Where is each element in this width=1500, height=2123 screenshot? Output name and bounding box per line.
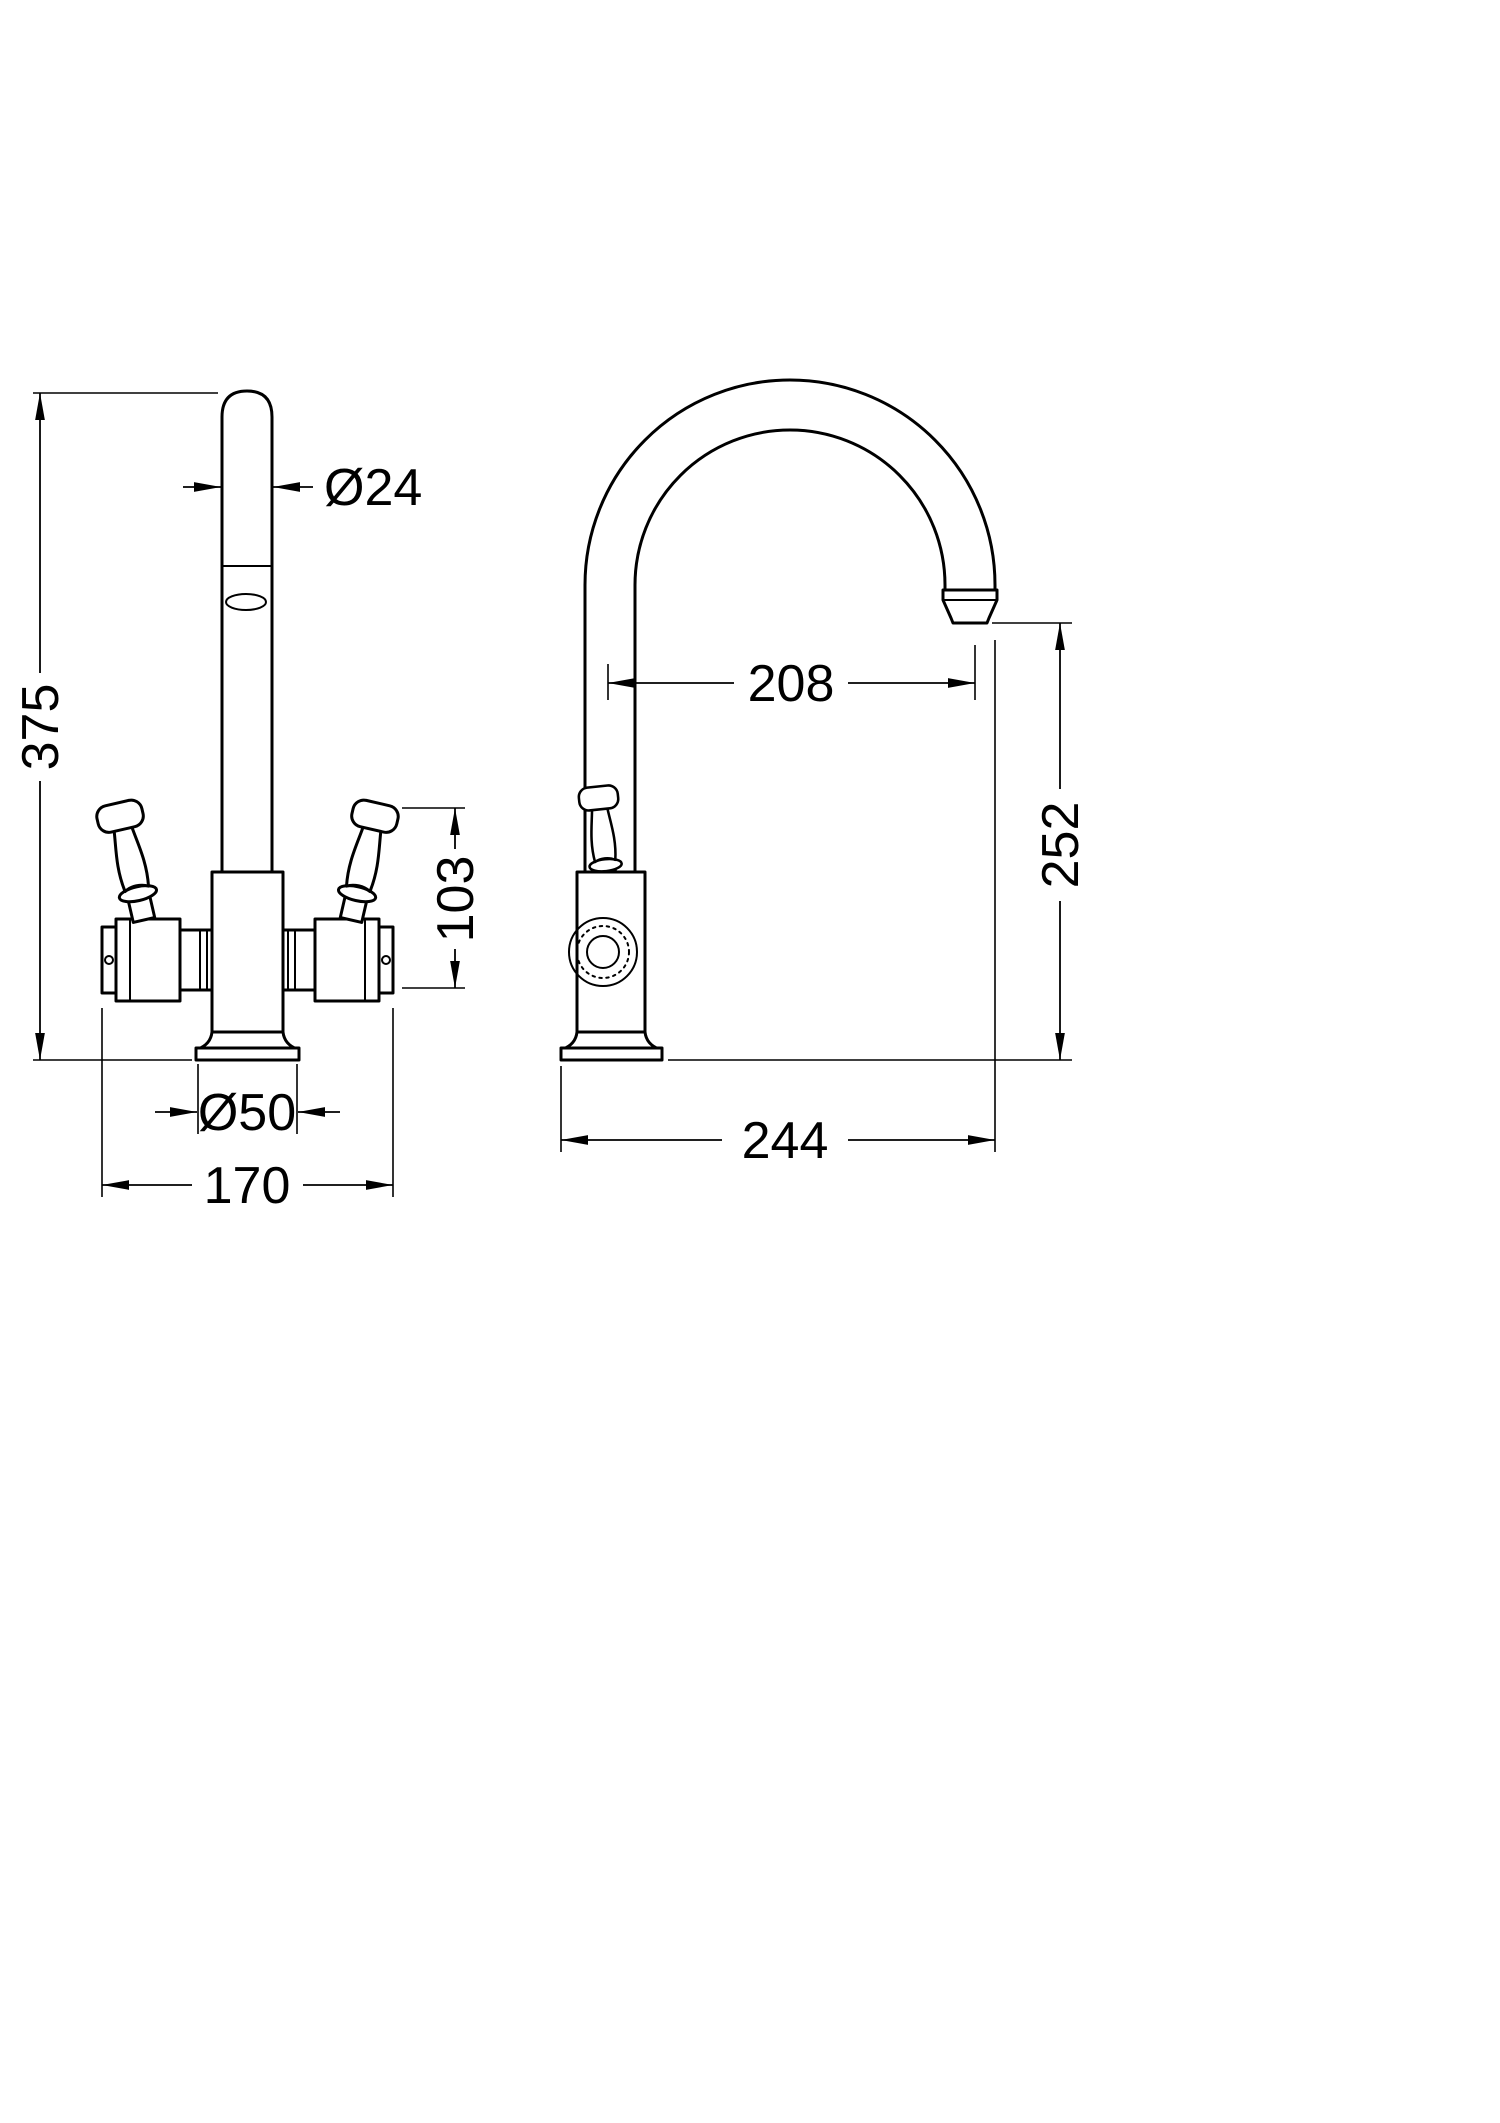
side-base (559, 1030, 664, 1062)
left-end-cap-screw (104, 955, 114, 965)
handle-blade (112, 824, 150, 894)
dimension-label-overall-depth: 244 (742, 1112, 829, 1170)
front-body (210, 870, 285, 1034)
dim-spout-reach: 208 (607, 645, 976, 713)
spout-tip-aerator (941, 588, 999, 625)
left-valve-end-cap (100, 925, 118, 995)
front-base-plinth (194, 1046, 301, 1062)
handle-blade (590, 806, 617, 864)
side-base-plinth (559, 1046, 664, 1062)
dim-overall-height: 375 (12, 392, 218, 1061)
right-end-cap-screw (381, 955, 391, 965)
dim-handle-span: 170 (101, 1008, 394, 1215)
right-handle-lever (336, 798, 400, 924)
right-valve-hub (313, 917, 381, 1003)
dimension-label-outlet-height: 252 (1032, 802, 1090, 889)
side-base-flare-right (643, 1030, 661, 1051)
dimension-label-spout-reach: 208 (748, 655, 835, 713)
dimension-label-spout-diameter: Ø24 (324, 459, 422, 517)
left-handle-lever (95, 798, 159, 924)
dial-inner-button (586, 935, 620, 969)
aerator-body (941, 588, 999, 625)
front-spout-pipe (220, 389, 274, 872)
dial-outer-ring (568, 917, 638, 987)
left-valve-arm (100, 917, 214, 1003)
dim-base-diameter: Ø50 (155, 1064, 340, 1142)
dimension-label-handle-height: 103 (427, 856, 485, 943)
handle-cap (350, 798, 400, 834)
dim-spout-diameter: Ø24 (183, 459, 422, 517)
gooseneck-spout (583, 378, 997, 874)
left-valve-hub (114, 917, 182, 1003)
dial-knurled-ring (576, 925, 630, 979)
handle-blade (345, 824, 383, 894)
right-valve-end-cap (377, 925, 395, 995)
handle-cap (95, 798, 145, 834)
side-body (575, 870, 647, 1034)
front-base (194, 1030, 301, 1062)
handle-cap (577, 784, 620, 812)
right-valve-arm (281, 917, 395, 1003)
side-view (559, 378, 999, 1062)
dim-outlet-height: 252 (668, 622, 1090, 1061)
front-base-flare-right (281, 1030, 299, 1051)
front-view (95, 389, 400, 1062)
spout-seam-ellipse (225, 593, 267, 611)
dimension-label-handle-span: 170 (204, 1157, 291, 1215)
temperature-dial (568, 917, 638, 987)
dimension-label-base-diameter: Ø50 (198, 1084, 296, 1142)
dim-handle-height: 103 (402, 807, 485, 989)
front-base-flare-left (196, 1030, 214, 1051)
side-base-flare-left (561, 1030, 579, 1051)
dim-overall-depth: 244 (560, 640, 996, 1170)
dimension-label-overall-height: 375 (12, 684, 70, 771)
